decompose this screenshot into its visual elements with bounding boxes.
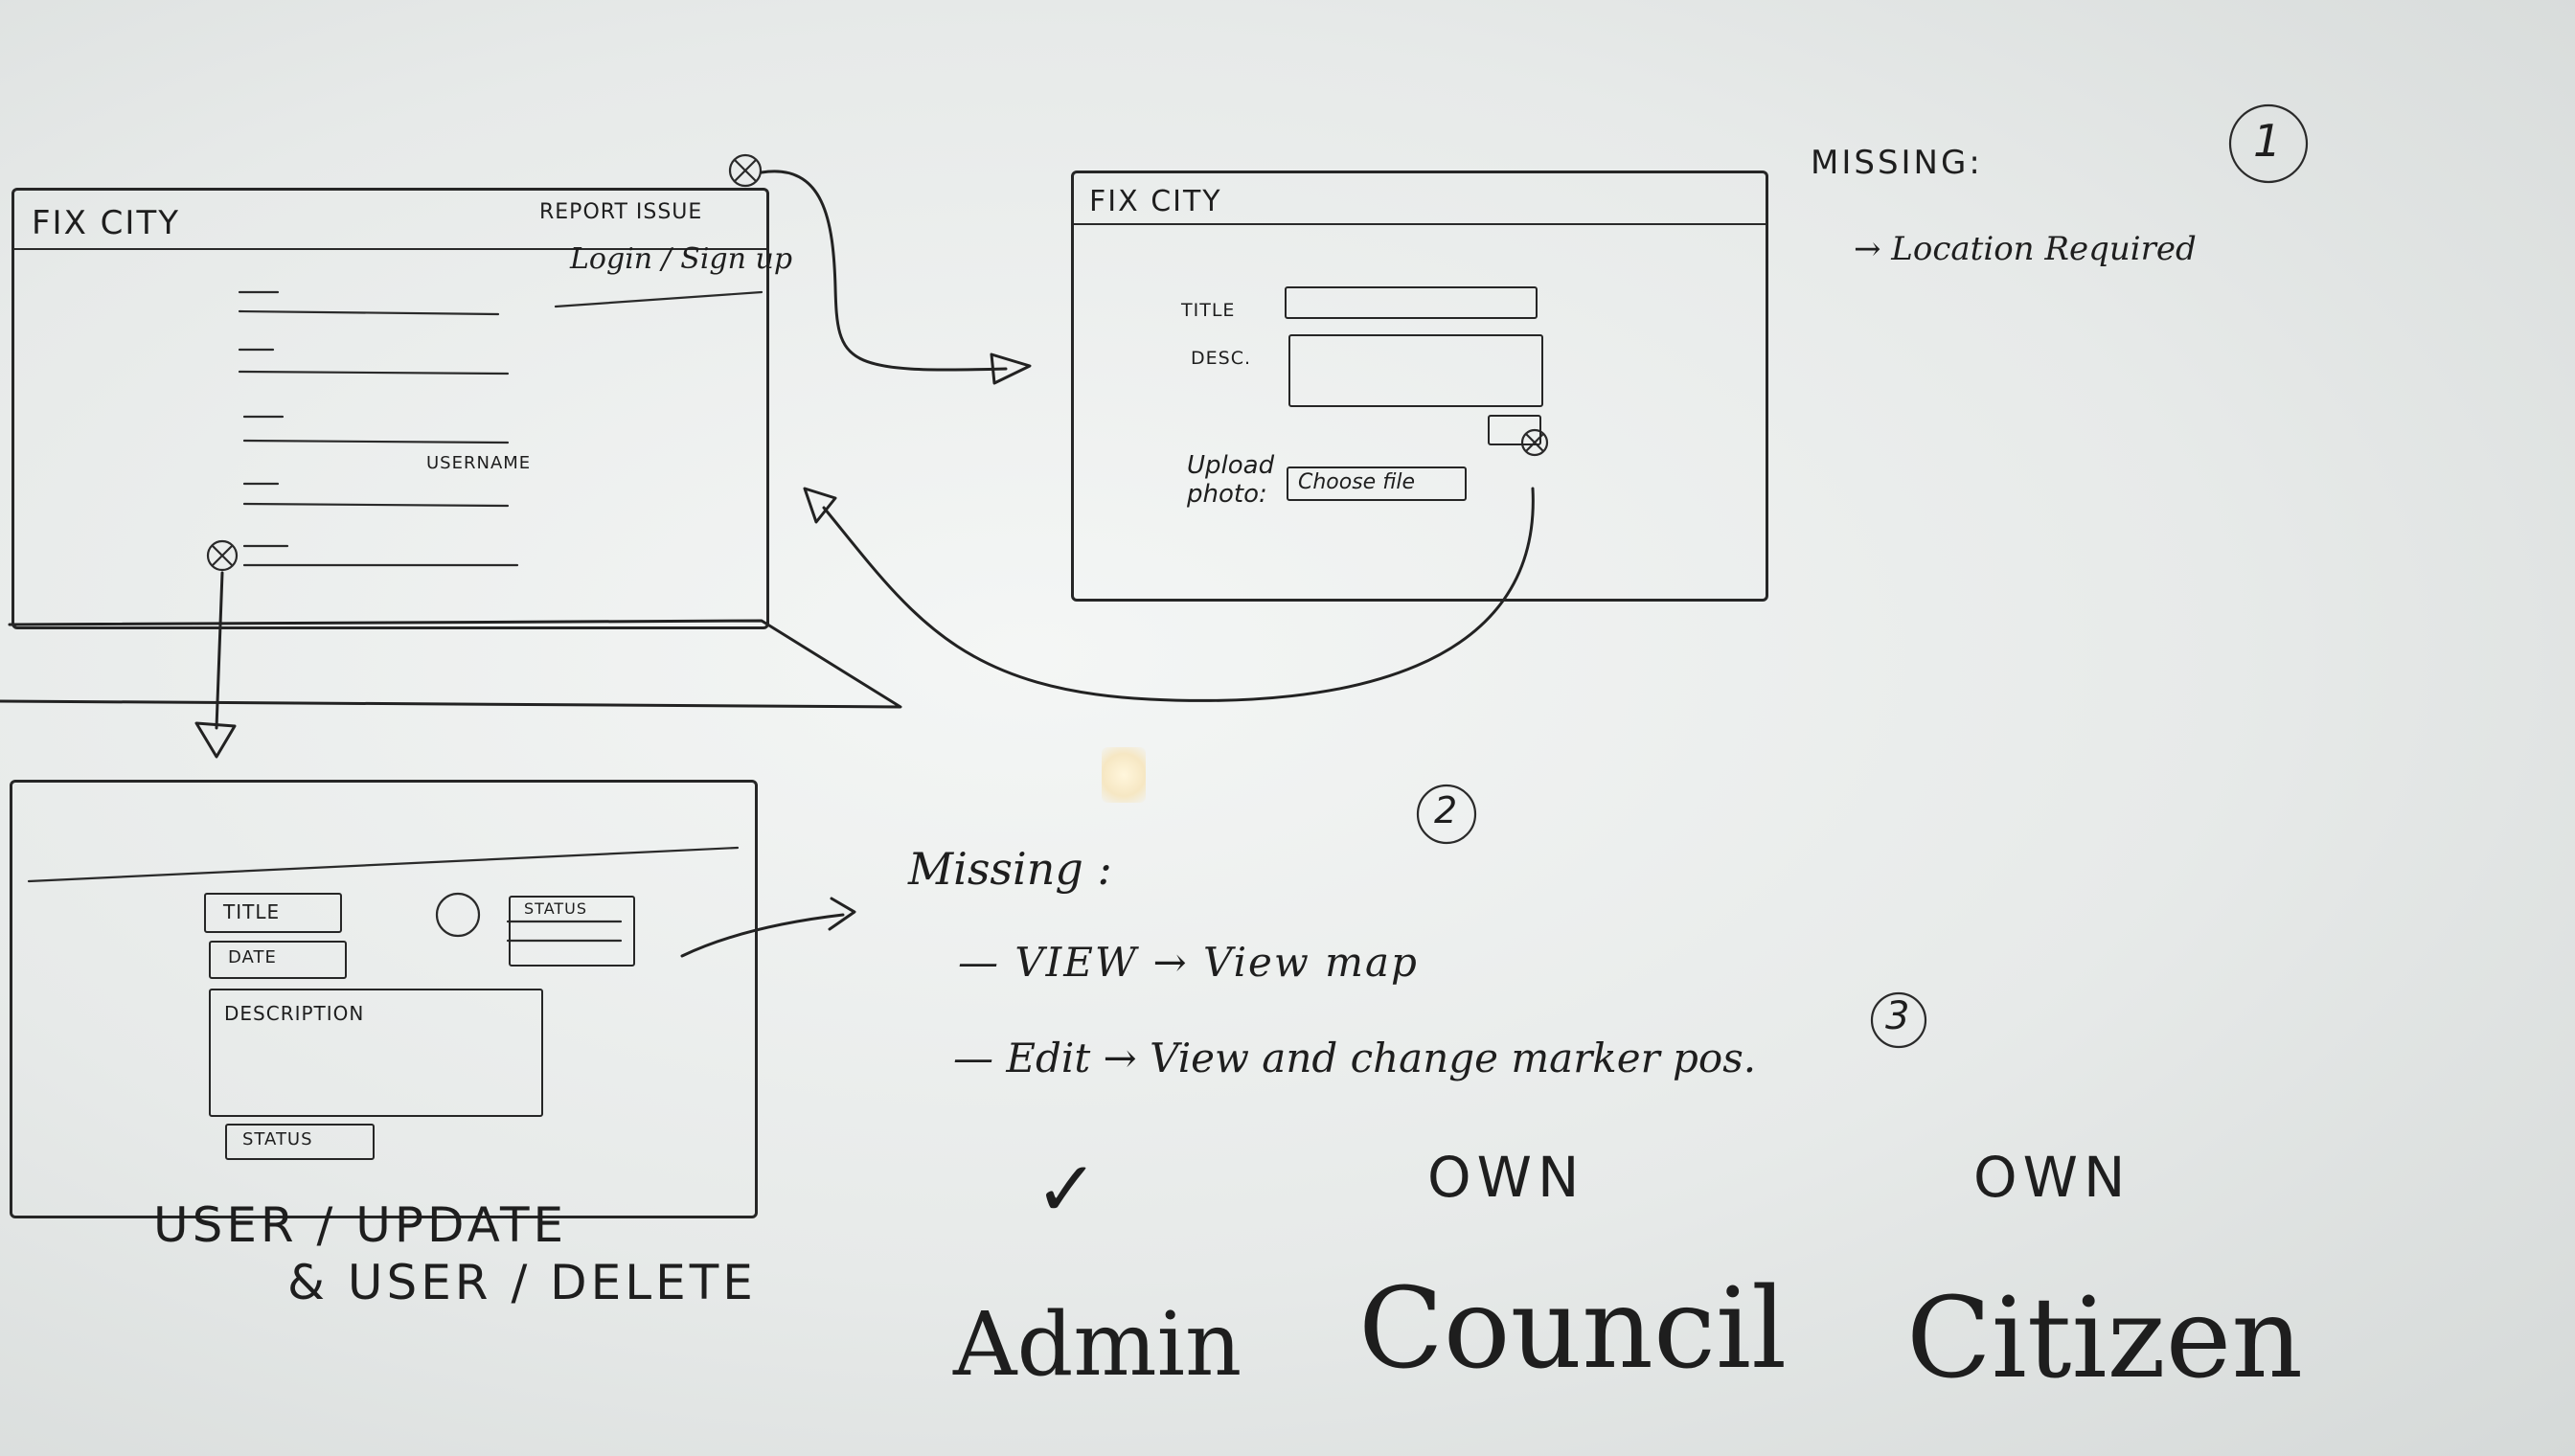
arrow-to-missing (680, 913, 845, 958)
title-label: TITLE (1181, 300, 1236, 321)
number-1: 1 (2253, 115, 2282, 167)
location-required-note: → Location Required (1854, 230, 2197, 268)
status-field[interactable]: STATUS (225, 1124, 375, 1160)
upload-label-line1: Upload (1187, 451, 1275, 480)
choose-file-button[interactable]: Choose file (1287, 466, 1467, 501)
arrow-to-report (760, 170, 1008, 372)
upload-label-line2: photo: (1187, 480, 1267, 509)
missing-heading-1: MISSING: (1811, 144, 1983, 182)
login-signup-link[interactable]: Login / Sign up (570, 242, 793, 276)
login-underline (554, 290, 763, 308)
role-citizen: Citizen (1906, 1274, 2304, 1403)
date-field[interactable]: DATE (209, 941, 347, 979)
title-field[interactable]: TITLE (204, 893, 342, 933)
home-app-title: FIX CITY (32, 204, 180, 242)
laptop-base (0, 619, 902, 709)
number-1-circle (2228, 103, 2309, 184)
report-issue-sketch: FIX CITY TITLE DESC. Upload photo: Choos… (1071, 171, 1768, 602)
desc-label: DESC. (1191, 348, 1252, 369)
edit-marker-note: — Edit → View and change marker pos. (953, 1035, 1757, 1081)
submit-button[interactable] (1488, 415, 1541, 445)
username-label: USERNAME (426, 453, 532, 473)
admin-check-icon: ✓ (1035, 1145, 1100, 1234)
title-input[interactable] (1285, 286, 1538, 319)
report-app-title: FIX CITY (1089, 185, 1222, 218)
submit-marker-icon (1520, 428, 1549, 457)
detail-header-line (27, 846, 740, 883)
view-map-note: — VIEW → View map (958, 939, 1419, 986)
citizen-scope: OWN (1973, 1145, 2131, 1210)
status-indicator-circle (435, 892, 481, 938)
issue-detail-sketch: TITLE DATE STATUS DESCRIPTION STATUS (10, 780, 758, 1218)
endpoint-delete: & USER / DELETE (287, 1255, 757, 1310)
close-marker-icon (728, 153, 763, 188)
number-2: 2 (1434, 789, 1458, 831)
arrow-back-home (822, 487, 1535, 702)
report-issue-link[interactable]: REPORT ISSUE (539, 200, 703, 224)
item-marker-icon (206, 539, 239, 572)
number-2-circle (1416, 784, 1477, 845)
missing-heading-2: Missing : (908, 843, 1112, 895)
description-textarea[interactable] (1288, 334, 1543, 407)
description-field[interactable]: DESCRIPTION (209, 989, 543, 1117)
arrow-to-detail (215, 571, 224, 730)
role-admin: Admin (953, 1293, 1242, 1396)
home-page-sketch: FIX CITY REPORT ISSUE Login / Sign up US… (11, 188, 792, 629)
light-reflection (1102, 747, 1146, 803)
list-row-lines (238, 290, 519, 567)
council-scope: OWN (1427, 1145, 1585, 1210)
number-3-circle (1870, 991, 1927, 1049)
role-council: Council (1358, 1264, 1788, 1394)
status-dropdown[interactable]: STATUS (509, 896, 635, 967)
number-3: 3 (1885, 994, 1910, 1038)
endpoint-update: USER / UPDATE (153, 1197, 568, 1253)
